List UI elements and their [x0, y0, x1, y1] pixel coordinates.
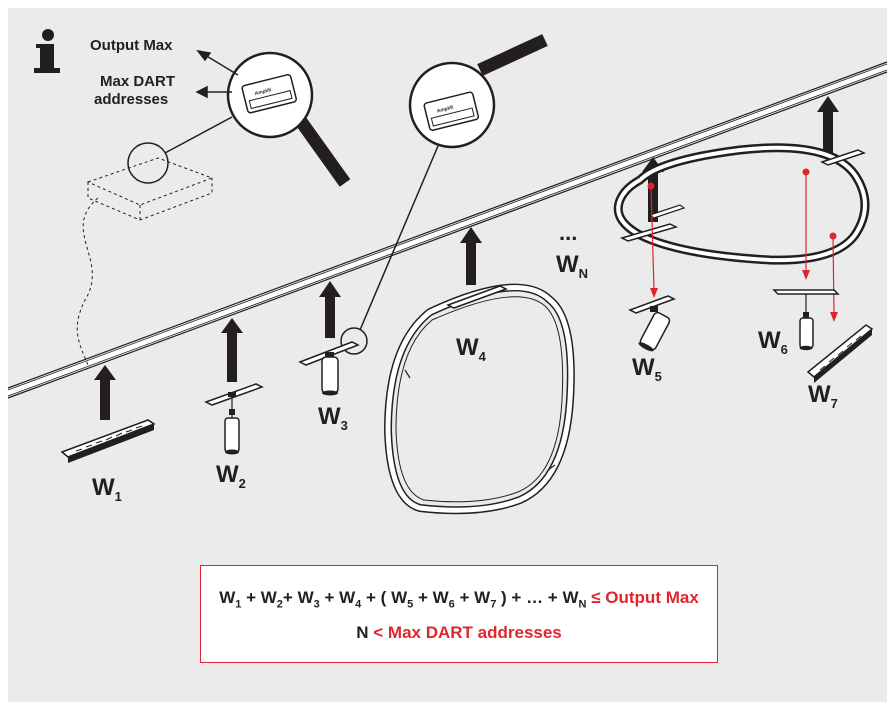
n-term: N: [356, 623, 369, 642]
svg-text:W2: W2: [216, 461, 246, 491]
magnifier-driver-label: Amplifi: [226, 51, 351, 187]
detail-connector-1: [164, 116, 233, 154]
driver-dashed-box: [86, 157, 214, 221]
load-labels: W1 W2 W3 W4 W5 W6 W7 WN ...: [92, 220, 838, 504]
output-max-callout: Output Max: [90, 37, 173, 54]
fixture-w7-linear: [806, 324, 874, 383]
fixture-w2-pendant: [204, 383, 264, 455]
driver-label-text: Amplifi: [254, 87, 272, 97]
info-icon: [34, 29, 60, 73]
driver-label-text-2: Amplifi: [436, 105, 454, 115]
driver-detail-circle: [127, 142, 169, 184]
svg-text:W3: W3: [318, 403, 348, 433]
equation-line-dart: N < Max DART addresses: [201, 623, 717, 643]
up-arrows: [94, 96, 839, 420]
fixture-w3-spot: [298, 341, 360, 396]
svg-text:W1: W1: [92, 474, 122, 504]
svg-text:WN: WN: [556, 251, 588, 281]
svg-text:W6: W6: [758, 327, 788, 357]
max-dart-callout-line2: addresses: [94, 91, 168, 108]
ellipsis-label: ...: [559, 220, 577, 245]
equation-line-output: W1 + W2+ W3 + W4 + ( W5 + W6 + W7 ) + … …: [219, 588, 699, 611]
svg-text:W4: W4: [456, 334, 487, 364]
callout-arrows: [195, 49, 239, 99]
suspended-loop-frame: [613, 143, 870, 265]
fixture-w1-linear: [60, 419, 156, 463]
magnifier-track-label: Amplifi: [340, 34, 548, 355]
fixture-w4-loop: [383, 283, 575, 515]
leq-operator: ≤: [591, 588, 601, 607]
svg-text:W7: W7: [808, 381, 838, 411]
lt-operator: <: [373, 623, 384, 642]
fixture-w6-pendant: [772, 289, 840, 351]
output-max-term: Output Max: [605, 588, 699, 607]
equation-box: W1 + W2+ W3 + W4 + ( W5 + W6 + W7 ) + … …: [200, 565, 718, 663]
fixture-w5-spot: [628, 295, 676, 352]
main-track: [6, 61, 889, 399]
svg-text:W5: W5: [632, 354, 662, 384]
max-dart-term: Max DART addresses: [387, 623, 562, 642]
red-drop-lines: [647, 168, 838, 322]
max-dart-callout-line1: Max DART: [100, 73, 175, 90]
